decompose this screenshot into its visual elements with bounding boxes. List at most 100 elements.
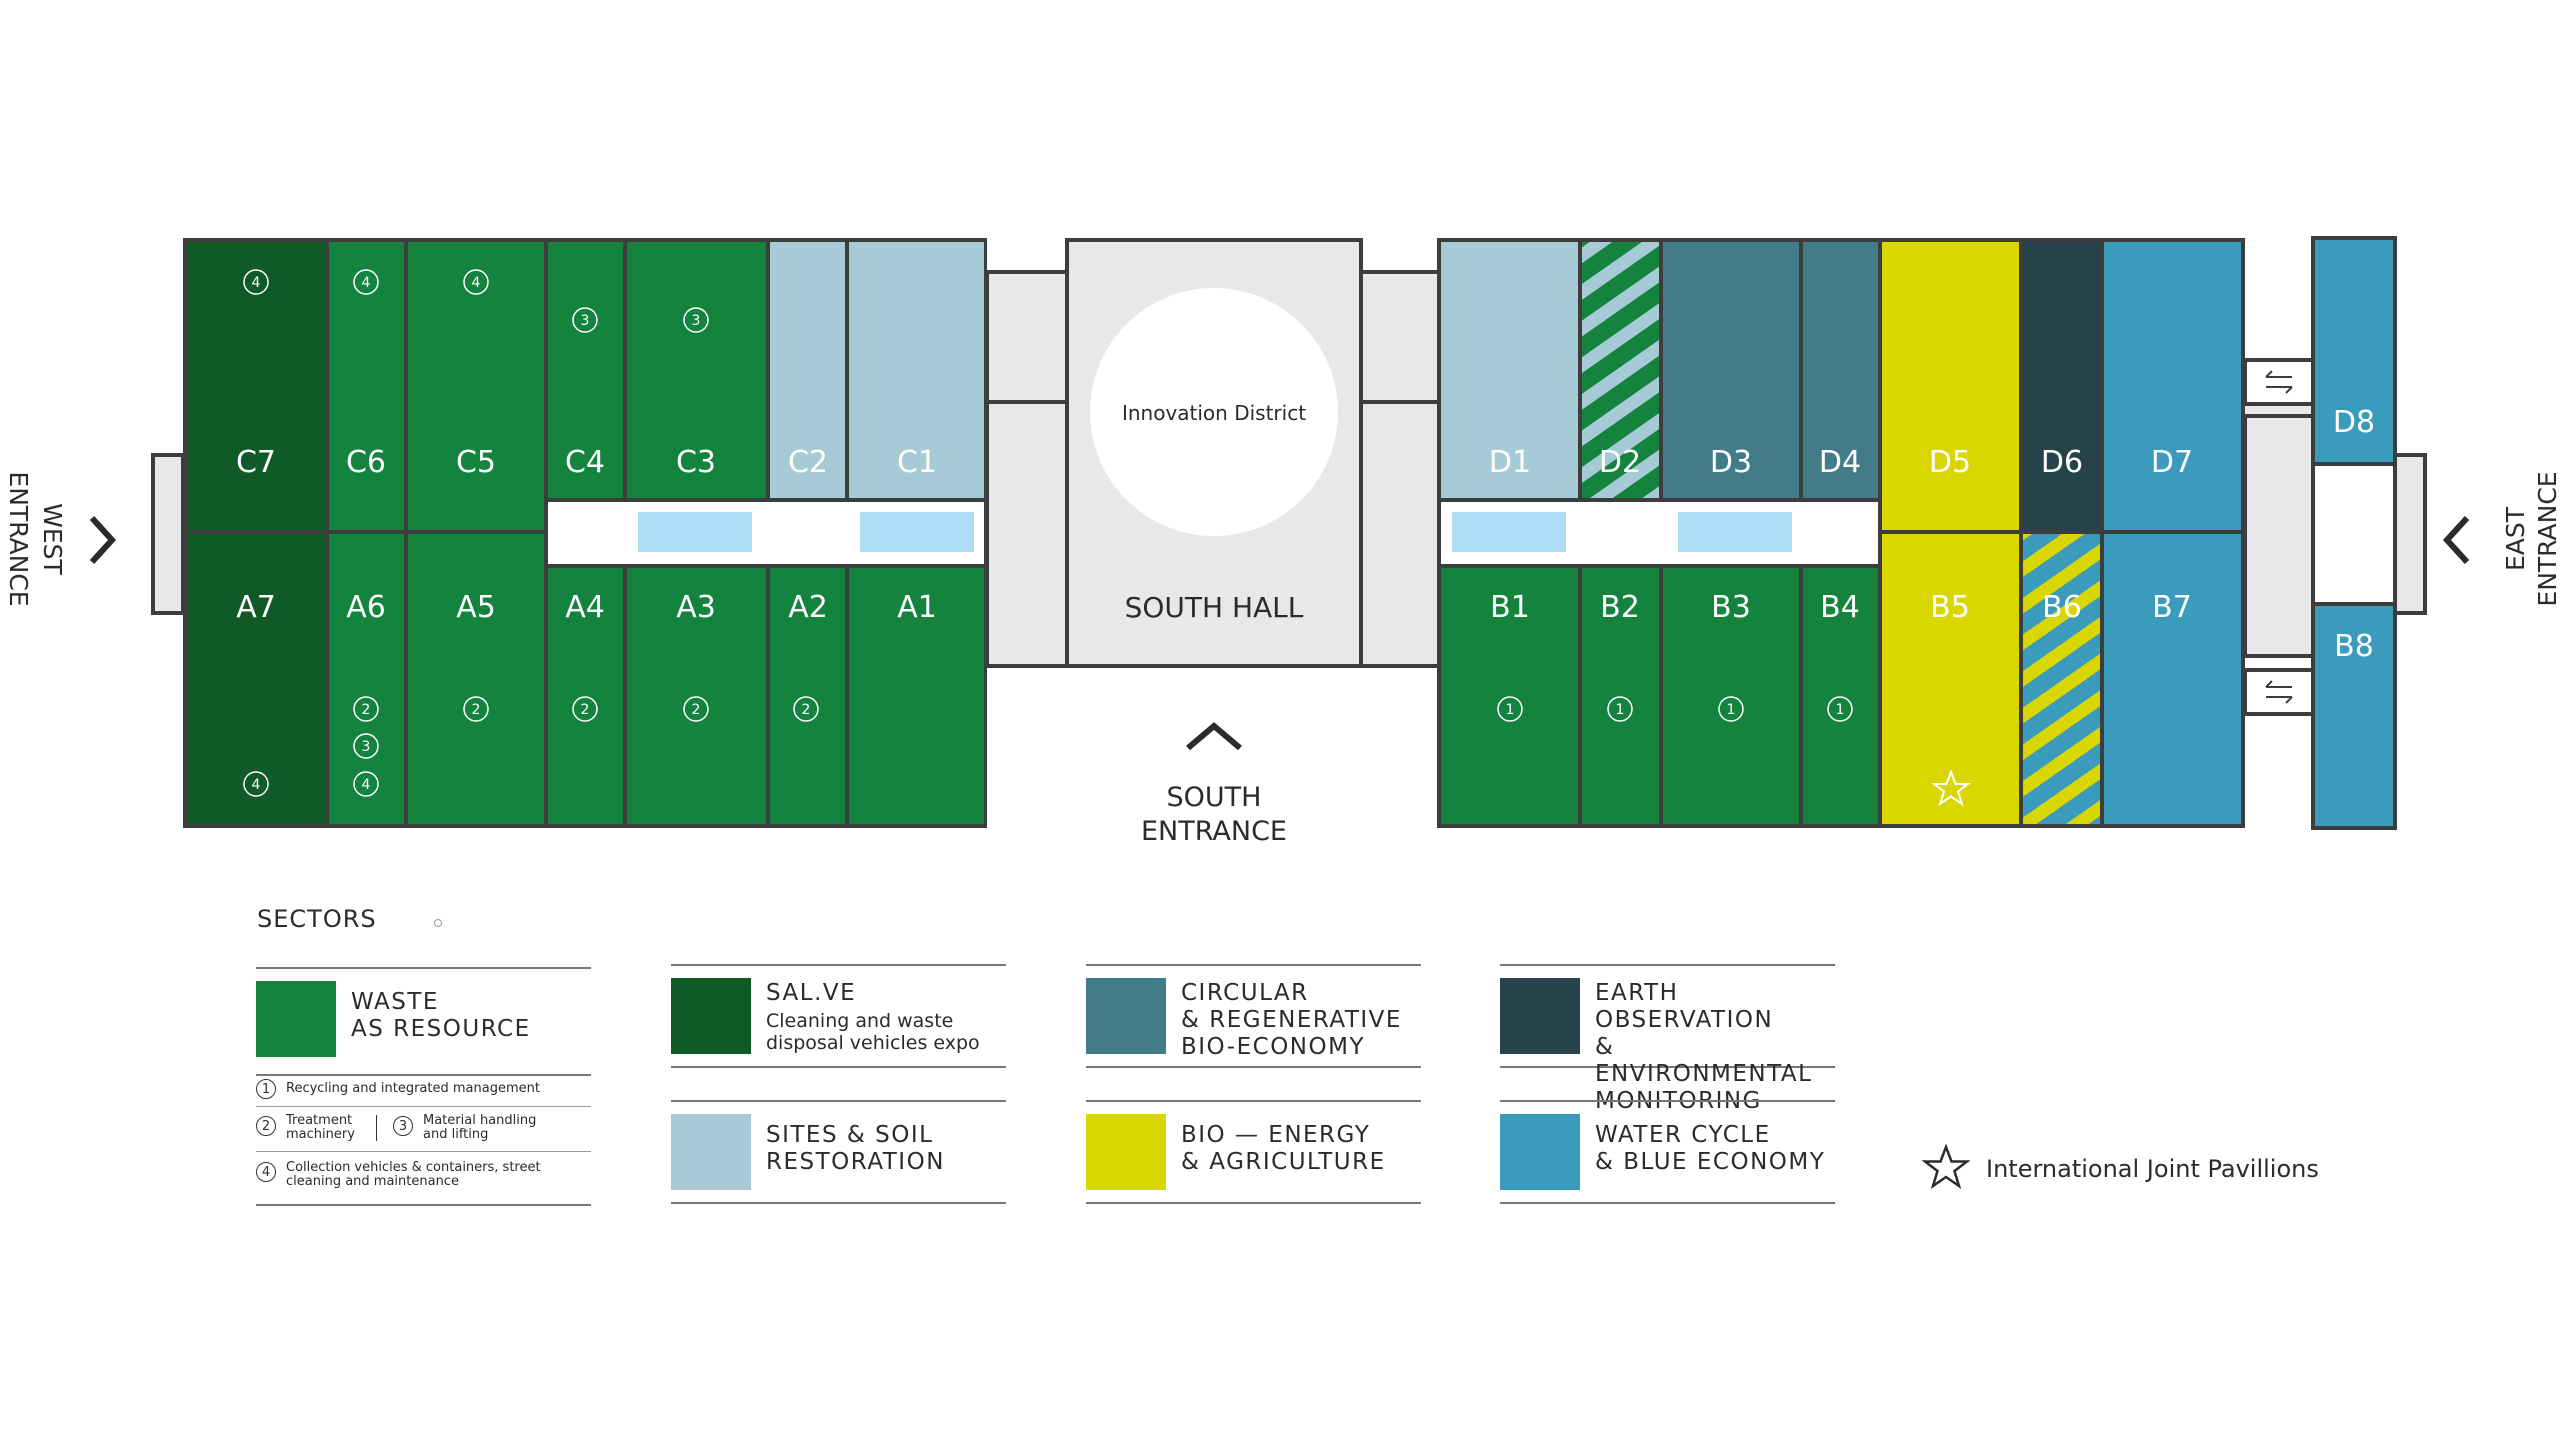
svg-text:2: 2 bbox=[802, 702, 811, 718]
subnum-a5-2: 2 bbox=[463, 696, 489, 722]
east-entrance-line1: EAST bbox=[2501, 506, 2530, 571]
waste-note-row-3: 4 Collection vehicles & containers, stre… bbox=[256, 1152, 591, 1206]
legend-salve-title: SAL.VE bbox=[766, 980, 857, 1006]
subnum-b3-1: 1 bbox=[1718, 696, 1744, 722]
legend-salve: SAL.VE Cleaning and waste disposal vehic… bbox=[671, 964, 1006, 1068]
hall-a4[interactable] bbox=[548, 568, 623, 824]
label-b7: B7 bbox=[2152, 590, 2192, 625]
subnum-a6-4: 4 bbox=[353, 771, 379, 797]
swap-connector-upper[interactable] bbox=[2243, 358, 2315, 406]
hall-b5[interactable] bbox=[1882, 534, 2019, 824]
label-a4: A4 bbox=[565, 590, 605, 625]
hall-b1[interactable] bbox=[1441, 568, 1578, 824]
subnum-a4-2: 2 bbox=[572, 696, 598, 722]
legend-earth-observation-label: EARTH OBSERVATION & ENVIRONMENTAL MONITO… bbox=[1595, 980, 1813, 1114]
connector-east-lower bbox=[1359, 400, 1443, 668]
swatch-bio-energy bbox=[1086, 1114, 1166, 1190]
label-a5: A5 bbox=[456, 590, 496, 625]
legend-title: SECTORS bbox=[257, 905, 377, 933]
hall-b3[interactable] bbox=[1663, 568, 1799, 824]
waste-note-row-1: 1 Recycling and integrated management bbox=[256, 1074, 591, 1107]
hall-c4[interactable] bbox=[548, 242, 623, 498]
chevron-up-icon[interactable] bbox=[1186, 722, 1242, 751]
hall-b2[interactable] bbox=[1582, 568, 1659, 824]
hall-b4[interactable] bbox=[1803, 568, 1878, 824]
label-d1: D1 bbox=[1489, 445, 1531, 480]
subnum-b1-1: 1 bbox=[1497, 696, 1523, 722]
south-hall-label: SOUTH HALL bbox=[1125, 591, 1304, 624]
hall-a3[interactable] bbox=[627, 568, 766, 824]
legend-water: WATER CYCLE & BLUE ECONOMY bbox=[1500, 1100, 1835, 1204]
east-entrance-line2: ENTRANCE bbox=[2533, 471, 2560, 606]
legend-waste-label: WASTE AS RESOURCE bbox=[351, 989, 531, 1042]
hall-c3[interactable] bbox=[627, 242, 766, 498]
south-hall[interactable]: Innovation District SOUTH HALL bbox=[1065, 238, 1363, 668]
label-a1: A1 bbox=[897, 590, 937, 625]
hall-d3[interactable] bbox=[1663, 242, 1799, 498]
label-a7: A7 bbox=[236, 590, 276, 625]
subnum-a2-2: 2 bbox=[793, 696, 819, 722]
east-entrance-stub bbox=[2393, 453, 2427, 615]
hall-d6[interactable] bbox=[2023, 242, 2100, 530]
hall-d5[interactable] bbox=[1882, 242, 2019, 530]
connector-west-lower bbox=[985, 400, 1069, 668]
hall-d7[interactable] bbox=[2104, 242, 2241, 530]
hall-c6[interactable] bbox=[329, 242, 404, 530]
legend-circular-label: CIRCULAR & REGENERATIVE BIO-ECONOMY bbox=[1181, 980, 1402, 1060]
label-a3: A3 bbox=[676, 590, 716, 625]
legend-salve-sub: Cleaning and waste disposal vehicles exp… bbox=[766, 1010, 980, 1054]
chevron-left-icon[interactable] bbox=[2442, 515, 2470, 565]
label-c3: C3 bbox=[676, 445, 716, 480]
hall-a2[interactable] bbox=[770, 568, 845, 824]
east-corridor bbox=[2243, 414, 2315, 658]
svg-text:1: 1 bbox=[1616, 702, 1625, 718]
hall-d8[interactable] bbox=[2311, 236, 2397, 466]
west-entrance-line1: WEST bbox=[38, 503, 67, 575]
decorative-dot bbox=[434, 919, 442, 927]
label-c5: C5 bbox=[456, 445, 496, 480]
west-entrance-stub bbox=[151, 453, 185, 615]
hall-a1[interactable] bbox=[849, 568, 984, 824]
walkway-blue-3 bbox=[1452, 512, 1566, 552]
label-c7: C7 bbox=[236, 445, 276, 480]
hall-b8[interactable] bbox=[2311, 602, 2397, 830]
west-entrance-line2: ENTRANCE bbox=[4, 471, 33, 606]
hall-d4[interactable] bbox=[1803, 242, 1878, 498]
label-d4: D4 bbox=[1819, 445, 1861, 480]
hall-c2[interactable] bbox=[770, 242, 845, 498]
east-wing bbox=[1437, 238, 2245, 828]
connector-west-upper bbox=[985, 270, 1069, 404]
label-b4: B4 bbox=[1820, 590, 1860, 625]
hall-c7[interactable] bbox=[187, 242, 325, 530]
chevron-right-icon[interactable] bbox=[89, 515, 117, 565]
hall-a7[interactable] bbox=[187, 534, 325, 824]
label-b5: B5 bbox=[1930, 590, 1970, 625]
label-b2: B2 bbox=[1600, 590, 1640, 625]
innovation-district-label: Innovation District bbox=[1122, 401, 1306, 425]
hall-a6[interactable] bbox=[329, 534, 404, 824]
svg-text:2: 2 bbox=[692, 702, 701, 718]
hall-a5[interactable] bbox=[408, 534, 544, 824]
swap-connector-lower[interactable] bbox=[2243, 668, 2315, 716]
hall-b6[interactable] bbox=[2023, 534, 2100, 824]
subnum-c6-4: 4 bbox=[353, 269, 379, 295]
svg-text:3: 3 bbox=[692, 313, 701, 329]
legend-bio-energy: BIO — ENERGY & AGRICULTURE bbox=[1086, 1100, 1421, 1204]
hall-b7[interactable] bbox=[2104, 534, 2241, 824]
svg-text:4: 4 bbox=[472, 275, 481, 291]
subnum-b4-1: 1 bbox=[1827, 696, 1853, 722]
svg-text:4: 4 bbox=[252, 275, 261, 291]
hall-d1[interactable] bbox=[1441, 242, 1578, 498]
subnum-a7-4: 4 bbox=[243, 771, 269, 797]
label-d7: D7 bbox=[2151, 445, 2193, 480]
legend-bio-energy-label: BIO — ENERGY & AGRICULTURE bbox=[1181, 1122, 1386, 1175]
hall-d2[interactable] bbox=[1582, 242, 1659, 498]
hall-c5[interactable] bbox=[408, 242, 544, 530]
svg-text:1: 1 bbox=[1836, 702, 1845, 718]
waste-note-row-2: 2 Treatment machinery 3 Material handlin… bbox=[256, 1105, 591, 1152]
svg-text:1: 1 bbox=[1506, 702, 1515, 718]
hall-c1[interactable] bbox=[849, 242, 984, 498]
subnum-a3-2: 2 bbox=[683, 696, 709, 722]
legend-sites: SITES & SOIL RESTORATION bbox=[671, 1100, 1006, 1204]
